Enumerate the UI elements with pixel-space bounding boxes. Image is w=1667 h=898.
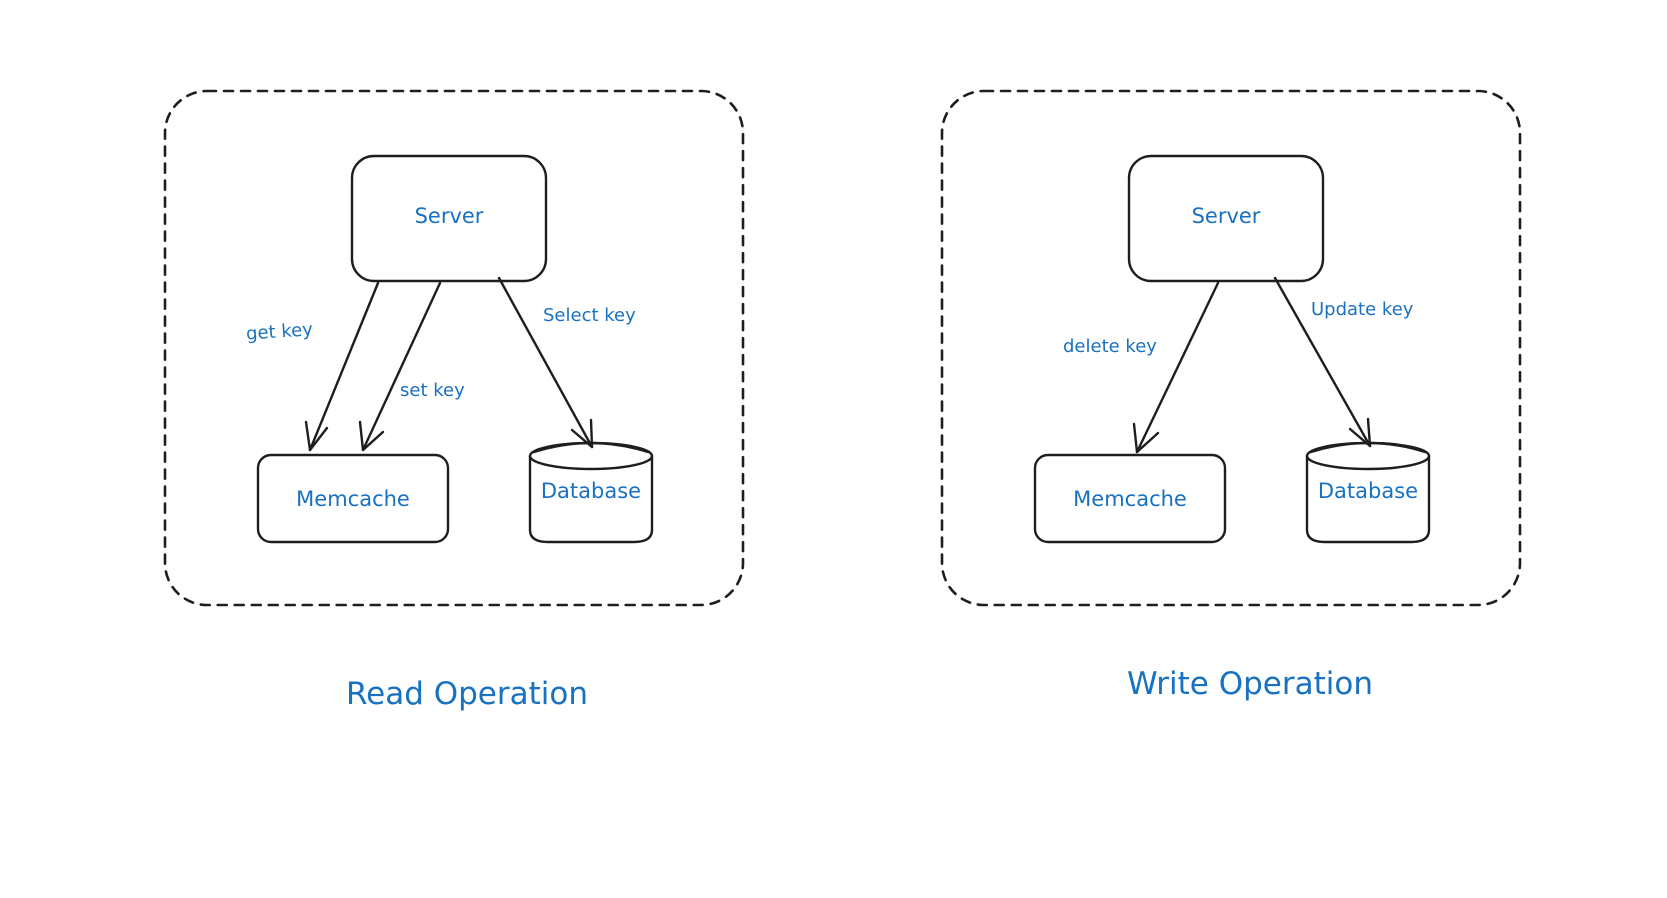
read-operation-caption: Read Operation [346,676,588,712]
read-edge-get-key [304,281,380,452]
read-server-node[interactable]: Server [350,154,548,283]
read-panel-boundary [163,89,745,607]
read-edge-set-key [358,281,442,452]
write-server-label: Server [1192,204,1261,228]
write-operation-panel: Server Memcache Database delete key Upda… [940,89,1522,702]
read-operation-panel: Server Memcache Database get key [163,89,745,712]
write-database-node[interactable]: Database [1305,441,1431,544]
write-operation-caption: Write Operation [1127,666,1373,702]
read-database-label: Database [541,479,641,503]
read-get-key-label: get key [245,319,313,345]
write-memcache-node[interactable]: Memcache [1033,453,1227,544]
write-memcache-label: Memcache [1073,487,1187,511]
read-database-node[interactable]: Database [528,441,654,544]
write-database-label: Database [1318,479,1418,503]
read-server-label: Server [415,204,484,228]
write-delete-key-label: delete key [1063,336,1157,357]
write-server-node[interactable]: Server [1127,154,1325,283]
write-panel-boundary [940,89,1522,607]
write-update-key-label: Update key [1311,299,1414,320]
read-memcache-node[interactable]: Memcache [256,453,450,544]
read-select-key-label: Select key [543,305,636,326]
write-edge-update-key [1273,276,1372,448]
write-edge-delete-key [1132,281,1220,454]
read-memcache-label: Memcache [296,487,410,511]
read-edge-select-key [497,276,594,449]
read-set-key-label: set key [400,380,465,401]
